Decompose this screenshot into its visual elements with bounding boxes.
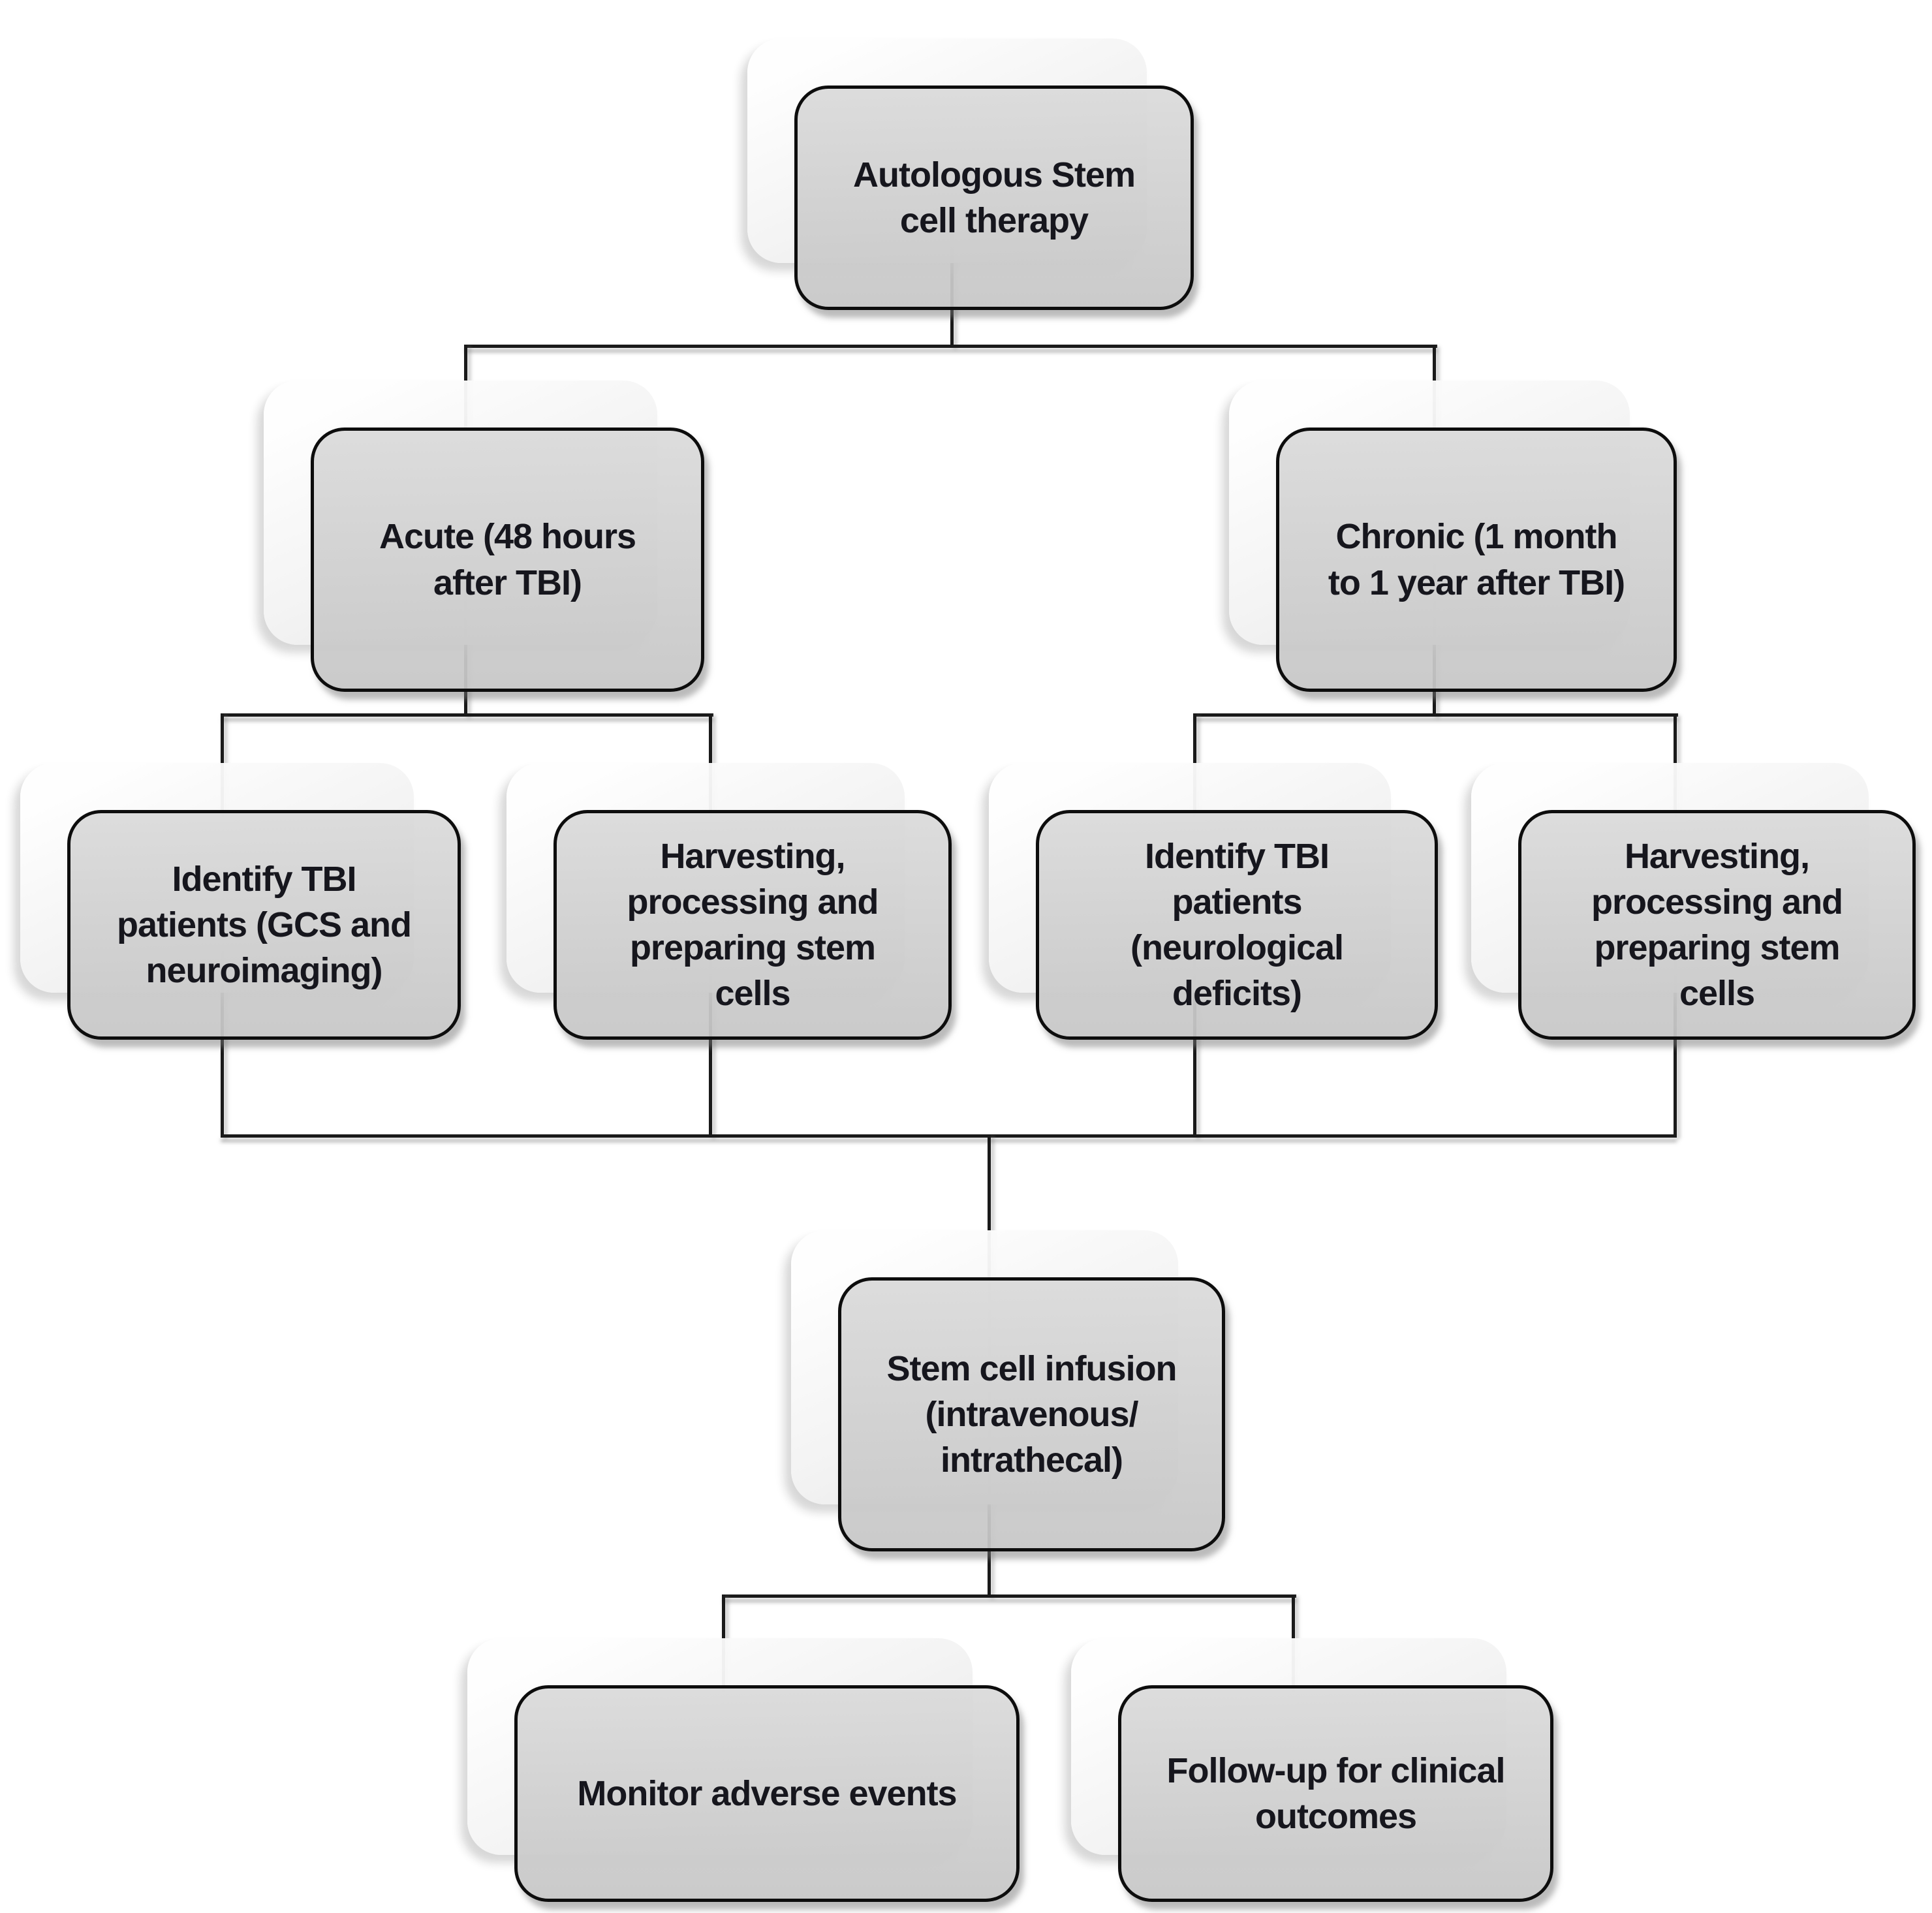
connector-identify-chronic-out: [1193, 946, 1196, 1137]
node-identify-tbi-chronic: Identify TBI patients (neurological defi…: [989, 763, 1438, 1040]
node-monitor-adverse-events: Monitor adverse events: [467, 1638, 1020, 1902]
node-card: Identify TBI patients (neurological defi…: [1036, 810, 1438, 1040]
node-card: Harvesting, processing and preparing ste…: [553, 810, 952, 1040]
connector-chronic-branch: [1194, 713, 1678, 717]
node-label: Acute (48 hours after TBI): [379, 517, 636, 602]
node-label: Stem cell infusion (intravenous/ intrath…: [886, 1348, 1177, 1480]
node-card: Identify TBI patients (GCS and neuroimag…: [67, 810, 461, 1040]
connector-converge-bus: [221, 1134, 1677, 1138]
connector-acute-branch: [222, 713, 713, 717]
node-card: Harvesting, processing and preparing ste…: [1518, 810, 1916, 1040]
connector-outcome-branch: [723, 1594, 1296, 1598]
node-stem-cell-infusion: Stem cell infusion (intravenous/ intrath…: [791, 1230, 1225, 1551]
connector-identify-acute-out: [221, 946, 224, 1137]
node-autologous-stem-cell-therapy: Autologous Stem cell therapy: [747, 39, 1194, 310]
node-card: Autologous Stem cell therapy: [794, 86, 1194, 310]
node-harvesting-chronic: Harvesting, processing and preparing ste…: [1471, 763, 1916, 1040]
connector-harvest-chronic-out: [1674, 946, 1677, 1137]
node-card: Chronic (1 month to 1 year after TBI): [1276, 428, 1677, 692]
connector-harvest-acute-out: [709, 946, 712, 1137]
connector-level2-branch: [465, 345, 1437, 348]
node-card: Follow-up for clinical outcomes: [1118, 1685, 1553, 1902]
node-label: Monitor adverse events: [577, 1773, 957, 1813]
node-label: Identify TBI patients (GCS and neuroimag…: [116, 859, 412, 991]
node-card: Monitor adverse events: [514, 1685, 1020, 1902]
node-acute: Acute (48 hours after TBI): [264, 381, 704, 692]
node-identify-tbi-acute: Identify TBI patients (GCS and neuroimag…: [20, 763, 461, 1040]
node-card: Stem cell infusion (intravenous/ intrath…: [838, 1277, 1225, 1551]
node-label: Harvesting, processing and preparing ste…: [1591, 836, 1843, 1014]
node-label: Autologous Stem cell therapy: [853, 155, 1136, 240]
node-card: Acute (48 hours after TBI): [311, 428, 704, 692]
node-label: Follow-up for clinical outcomes: [1166, 1750, 1506, 1836]
node-follow-up-clinical-outcomes: Follow-up for clinical outcomes: [1071, 1638, 1553, 1902]
node-harvesting-acute: Harvesting, processing and preparing ste…: [506, 763, 952, 1040]
node-chronic: Chronic (1 month to 1 year after TBI): [1229, 381, 1677, 692]
node-label: Identify TBI patients (neurological defi…: [1130, 836, 1344, 1014]
node-label: Chronic (1 month to 1 year after TBI): [1328, 517, 1625, 602]
node-label: Harvesting, processing and preparing ste…: [627, 836, 879, 1014]
